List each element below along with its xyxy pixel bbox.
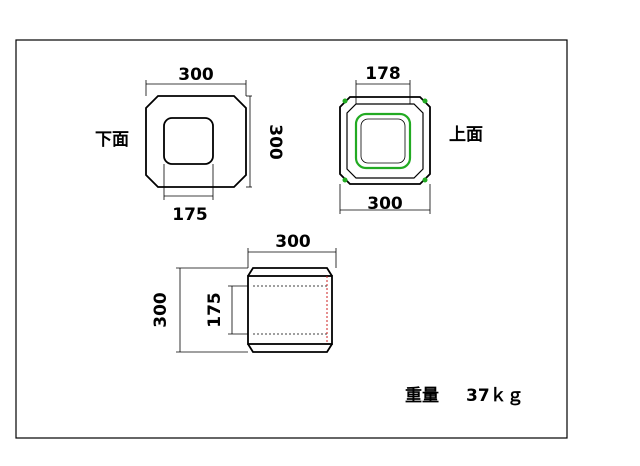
top-view-inner-outline bbox=[346, 103, 424, 179]
weight-note: 重量 37ｋｇ bbox=[405, 385, 524, 406]
bottom-view-opening bbox=[163, 117, 214, 165]
side-width-dim: 300 bbox=[275, 232, 311, 252]
bottom-inner-dim: 175 bbox=[172, 205, 208, 225]
corner-marker bbox=[422, 177, 428, 183]
top-view: 178 300 上面 bbox=[339, 64, 483, 214]
weight-label: 重量 bbox=[405, 385, 439, 406]
bottom-view: 300 300 175 下面 bbox=[95, 65, 285, 225]
bottom-view-outline bbox=[145, 95, 247, 188]
weight-value: 37ｋｇ bbox=[466, 386, 524, 406]
top-view-opening-inner bbox=[360, 118, 406, 164]
corner-marker bbox=[342, 98, 348, 104]
side-inner-dim: 175 bbox=[205, 292, 225, 328]
top-view-label: 上面 bbox=[449, 125, 483, 145]
corner-marker bbox=[422, 98, 428, 104]
bottom-view-label: 下面 bbox=[95, 130, 129, 150]
top-width-dim: 300 bbox=[367, 194, 403, 214]
top-inner-dim: 178 bbox=[365, 64, 401, 84]
corner-marker bbox=[342, 177, 348, 183]
bottom-width-dim: 300 bbox=[178, 65, 214, 85]
side-view: 300 300 175 bbox=[151, 232, 337, 353]
top-view-opening bbox=[354, 112, 412, 170]
side-height-dim: 300 bbox=[151, 292, 171, 328]
drawing-frame bbox=[15, 39, 568, 439]
top-view-outline bbox=[339, 96, 431, 185]
side-view-body bbox=[247, 275, 333, 345]
side-view-top-chamfer bbox=[247, 267, 333, 277]
side-view-bottom-chamfer bbox=[247, 343, 333, 353]
bottom-height-dim: 300 bbox=[265, 124, 285, 160]
